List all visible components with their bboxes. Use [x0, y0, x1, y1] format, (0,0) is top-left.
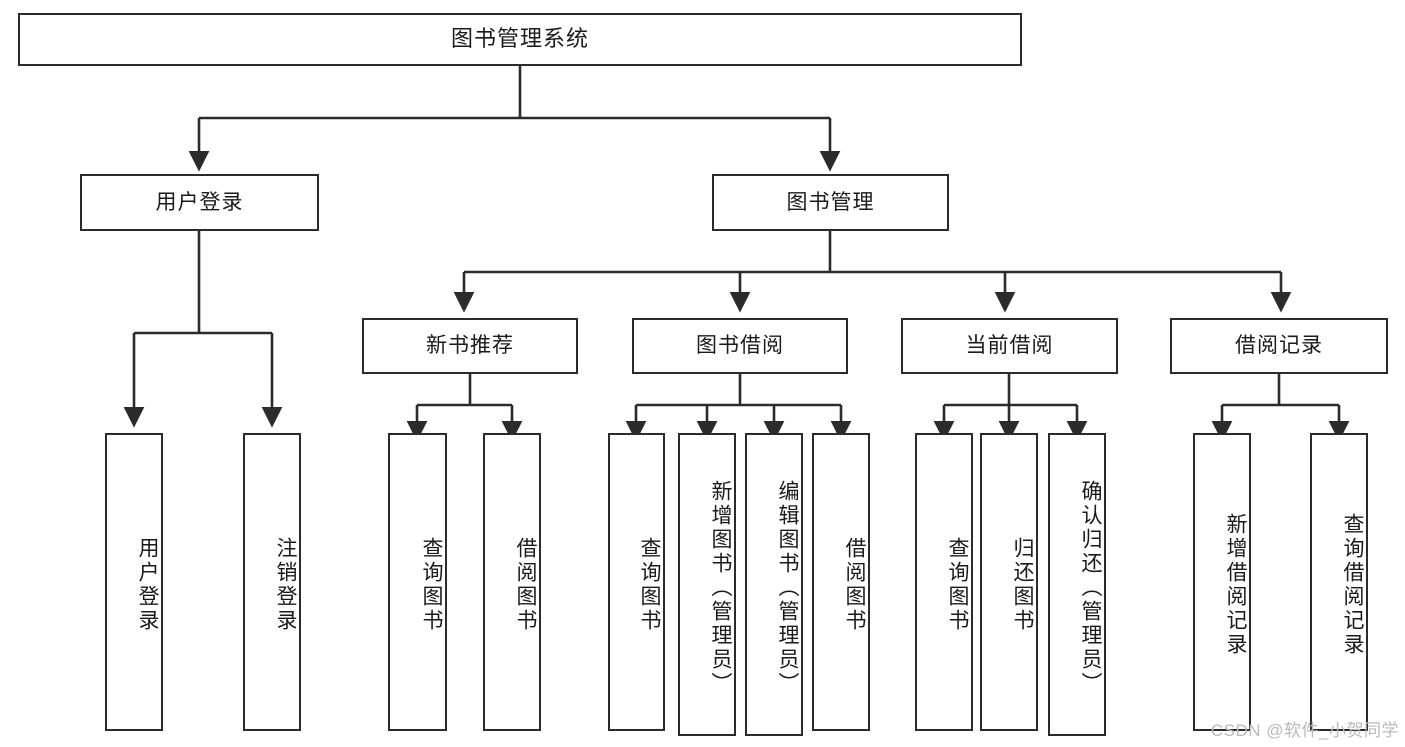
- leaf-book-borrow-borrow[interactable]: 借阅图书: [812, 433, 870, 731]
- leaf-label: 借阅图书: [843, 537, 866, 633]
- leaf-label: 查询图书: [638, 537, 661, 633]
- leaf-label: 查询借阅记录: [1341, 513, 1364, 657]
- node-user-login-label: 用户登录: [155, 190, 244, 214]
- node-borrow-record[interactable]: 借阅记录: [1170, 318, 1388, 374]
- node-current-borrow-label: 当前借阅: [965, 334, 1054, 358]
- leaf-book-borrow-query[interactable]: 查询图书: [608, 433, 665, 731]
- leaf-book-borrow-add[interactable]: 新增图书（管理员）: [678, 433, 736, 736]
- leaf-new-book-borrow[interactable]: 借阅图书: [483, 433, 541, 731]
- leaf-label: 归还图书: [1011, 537, 1034, 633]
- leaf-current-borrow-return[interactable]: 归还图书: [980, 433, 1038, 731]
- leaf-label: 新增借阅记录: [1224, 513, 1247, 657]
- leaf-current-borrow-confirm[interactable]: 确认归还（管理员）: [1048, 433, 1106, 736]
- node-book-borrow[interactable]: 图书借阅: [632, 318, 848, 374]
- leaf-label: 借阅图书: [514, 537, 537, 633]
- node-borrow-record-label: 借阅记录: [1235, 334, 1323, 358]
- leaf-label: 用户登录: [136, 537, 159, 633]
- node-root-label: 图书管理系统: [450, 26, 589, 52]
- node-user-login[interactable]: 用户登录: [80, 174, 319, 231]
- leaf-borrow-record-add[interactable]: 新增借阅记录: [1193, 433, 1251, 731]
- node-root[interactable]: 图书管理系统: [18, 13, 1022, 66]
- leaf-label: 注销登录: [274, 537, 297, 633]
- leaf-label: 确认归还（管理员）: [1079, 479, 1102, 696]
- leaf-new-book-query[interactable]: 查询图书: [388, 433, 447, 731]
- leaf-user-login-logout[interactable]: 注销登录: [243, 433, 301, 731]
- node-new-book-recommend[interactable]: 新书推荐: [362, 318, 578, 374]
- leaf-label: 编辑图书（管理员）: [776, 479, 799, 696]
- leaf-label: 新增图书（管理员）: [709, 479, 732, 696]
- node-book-borrow-label: 图书借阅: [696, 334, 784, 358]
- leaf-current-borrow-query[interactable]: 查询图书: [915, 433, 973, 731]
- leaf-label: 查询图书: [946, 537, 969, 633]
- leaf-book-borrow-edit[interactable]: 编辑图书（管理员）: [745, 433, 803, 736]
- leaf-user-login-login[interactable]: 用户登录: [105, 433, 163, 731]
- leaf-borrow-record-query[interactable]: 查询借阅记录: [1310, 433, 1368, 731]
- node-current-borrow[interactable]: 当前借阅: [901, 318, 1118, 374]
- node-book-management[interactable]: 图书管理: [712, 174, 949, 231]
- watermark: CSDN @软件_小贺同学: [1210, 721, 1399, 740]
- leaf-label: 查询图书: [420, 537, 443, 633]
- node-new-book-recommend-label: 新书推荐: [426, 334, 514, 358]
- node-book-management-label: 图书管理: [786, 190, 875, 214]
